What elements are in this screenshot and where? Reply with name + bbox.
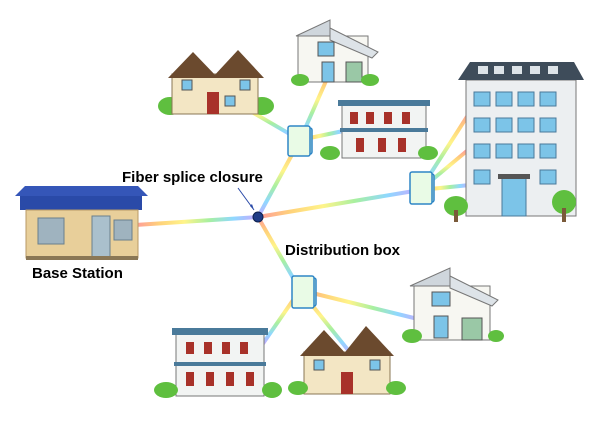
distribution-box-right [409, 171, 435, 205]
fiber-splice-closure-label: Fiber splice closure [122, 169, 263, 186]
base-station-building [15, 186, 148, 260]
distribution-box-top [287, 125, 313, 157]
distribution-box-label: Distribution box [285, 242, 400, 259]
house-top-left [158, 50, 274, 115]
fiber-splice-node [252, 211, 264, 223]
splice-pointer [237, 187, 255, 211]
apartment-tower [444, 62, 584, 222]
house-middle-twostorey [320, 100, 438, 160]
house-bottom-right-modern [402, 267, 504, 343]
distribution-box-bottom [291, 275, 317, 309]
fiber-box-bottom-to-house6 [298, 288, 424, 322]
base-station-label: Base Station [32, 265, 123, 282]
house-bottom-center-gabled [288, 326, 406, 395]
fiber-base-to-splice [133, 215, 260, 227]
house-bottom-left-twostorey [154, 328, 282, 398]
house-top-modern [291, 19, 379, 86]
fiber-splice-to-box-right [256, 188, 422, 219]
